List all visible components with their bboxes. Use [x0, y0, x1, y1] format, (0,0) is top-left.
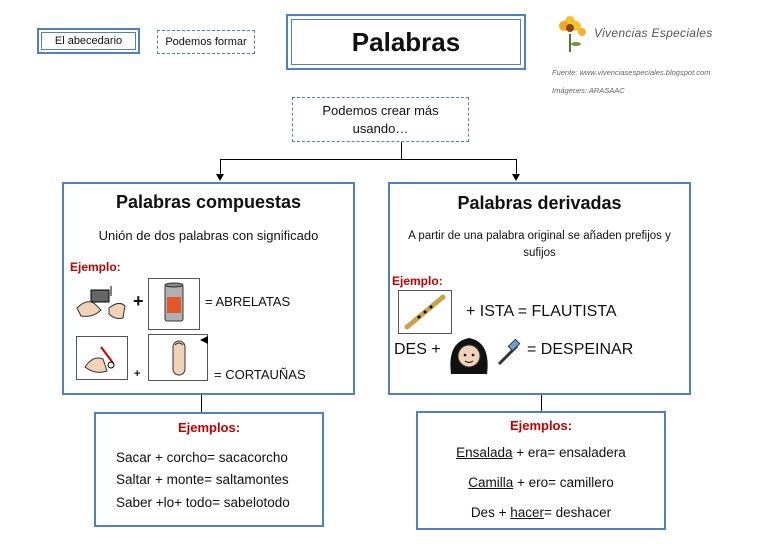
tab-abecedario-label: El abecedario [54, 35, 123, 47]
compuestas-desc: Unión de dos palabras con significado [98, 228, 319, 243]
compuestas-ejemplos-title: Ejemplos: [177, 420, 241, 435]
derivadas-eq2-result: = DESPEINAR [527, 341, 634, 358]
compuestas-panel [62, 182, 355, 395]
connector-right-drop [516, 159, 517, 175]
example-base-word: hacer [510, 505, 544, 520]
finger-picture [148, 334, 208, 381]
arrow-left [216, 174, 224, 181]
tab-abecedario[interactable]: El abecedario [37, 28, 140, 54]
derivadas-panel [388, 182, 691, 395]
example-rest: + era= ensaladera [512, 445, 626, 460]
open-hand-picture [73, 278, 129, 328]
hands-open-icon [76, 286, 126, 319]
example-rest: + ero= camillero [513, 475, 614, 490]
flute-icon [404, 294, 446, 330]
connector-compuestas-examples [201, 395, 202, 413]
connector-left-drop [220, 159, 221, 175]
derivadas-ejemplos-box [416, 411, 666, 530]
eq1-result: = ABRELATAS [205, 294, 291, 309]
derivadas-example-item: Des + hacer= deshacer [416, 505, 666, 520]
logo: Vivencias Especiales [556, 14, 726, 54]
connector-derivadas-examples [541, 395, 542, 412]
connector-horizontal [220, 159, 517, 160]
girl-brush-picture [445, 334, 523, 378]
derivadas-eq2-prefix: DES + [394, 341, 441, 358]
compuestas-title: Palabras compuestas [115, 192, 302, 212]
scissors-hand-picture [76, 336, 128, 380]
compuestas-example-item: Sacar + corcho= sacacorcho [116, 450, 288, 465]
can-picture [148, 278, 200, 330]
eq2-result: = CORTAUÑAS [214, 367, 306, 382]
derivadas-example-label: Ejemplo: [392, 274, 443, 288]
example-rest: = deshacer [544, 505, 612, 520]
derivadas-example-item: Ensalada + era= ensaladera [416, 445, 666, 460]
subtitle-text: Podemos crear más usando… [322, 102, 439, 136]
arrow-right [512, 174, 520, 181]
logo-text: Vivencias Especiales [594, 26, 713, 40]
eq2-plus: + [134, 368, 141, 380]
compuestas-example-label: Ejemplo: [70, 260, 121, 274]
page-title: Palabras [351, 26, 461, 57]
example-base-word: Camilla [468, 475, 514, 490]
finger-icon [172, 340, 186, 376]
nail-arrow-icon [200, 336, 208, 344]
derivadas-ejemplos-title: Ejemplos: [509, 418, 573, 433]
tab-podemos-formar[interactable]: Podemos formar [157, 30, 255, 54]
eq1-plus: + [133, 291, 144, 311]
page-title-box: Palabras [286, 14, 526, 70]
derivadas-example-item: Camilla + ero= camillero [416, 475, 666, 490]
example-prefix: Des + [470, 505, 511, 520]
subtitle-box: Podemos crear más usando… [292, 97, 469, 142]
hairbrush-girl-icon [450, 338, 521, 374]
derivadas-desc: A partir de una palabra original se añad… [408, 230, 671, 259]
compuestas-example-item: Saltar + monte= saltamontes [116, 472, 289, 487]
compuestas-ejemplos-box [94, 412, 324, 527]
cutting-icon [84, 346, 115, 373]
compuestas-example-item: Saber +lo+ todo= sabelotodo [116, 495, 290, 510]
credit-images: Imágenes: ARASAAC [552, 86, 625, 95]
derivadas-title: Palabras derivadas [457, 193, 622, 213]
connector-vertical [401, 142, 402, 160]
tab-podemos-formar-label: Podemos formar [165, 36, 247, 48]
credit-source: Fuente: www.vivenciasespeciales.blogspot… [552, 68, 711, 77]
derivadas-eq1: + ISTA = FLAUTISTA [466, 303, 617, 320]
flute-picture [398, 290, 452, 334]
flower-icon [559, 16, 586, 52]
example-base-word: Ensalada [456, 445, 513, 460]
can-icon [164, 282, 184, 322]
